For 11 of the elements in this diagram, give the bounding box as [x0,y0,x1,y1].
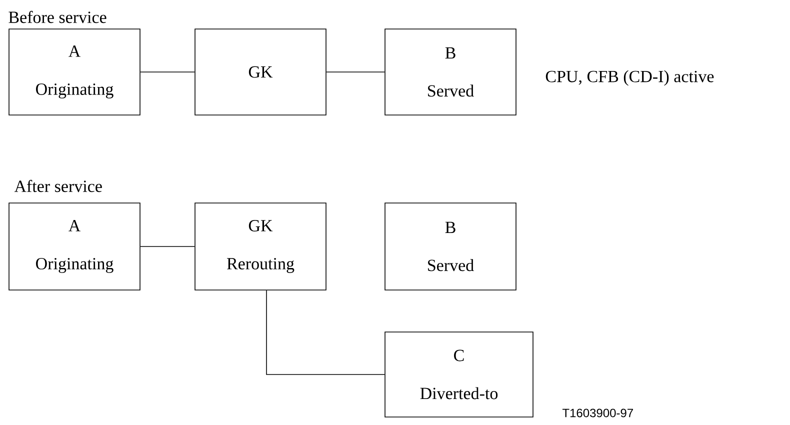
process-box: GK Rerouting [194,202,326,290]
connector-line [140,246,196,247]
label-text: T1603900-97 [562,408,633,418]
process-box: C Diverted-to [384,332,534,418]
process-box: A Originating [8,28,140,116]
label-text: CPU, CFB (CD-I) active [546,70,714,86]
process-box: GK [194,28,326,116]
process-box: A Originating [8,202,140,290]
process-box: B Served [384,28,516,116]
process-box: B Served [384,202,516,290]
connector-line [266,290,385,375]
